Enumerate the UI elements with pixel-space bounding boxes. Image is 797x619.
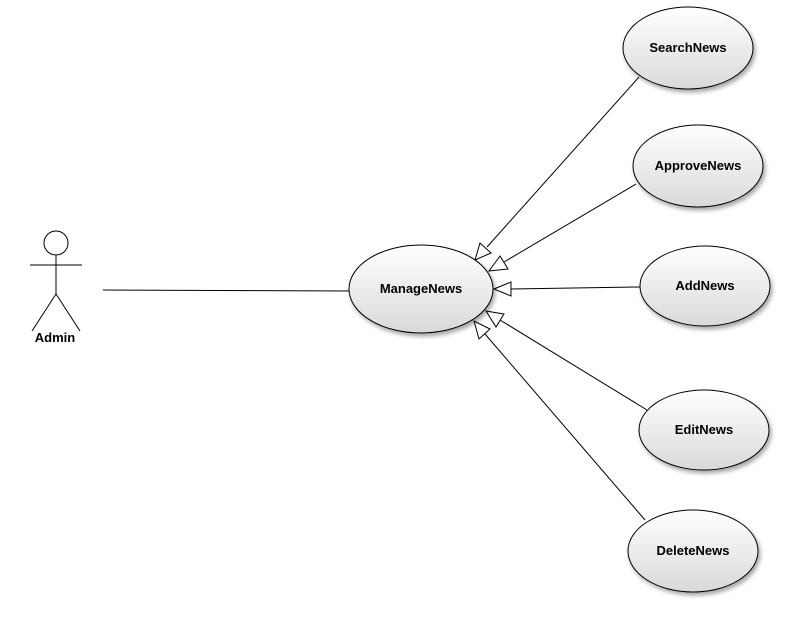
use-case-label: ManageNews <box>380 281 462 296</box>
edge-line <box>484 333 646 521</box>
use-case-addnews[interactable]: AddNews <box>639 245 771 327</box>
use-case-editnews[interactable]: EditNews <box>638 389 770 471</box>
actor-left-leg <box>31 293 57 332</box>
use-case-approvenews[interactable]: ApproveNews <box>632 124 764 208</box>
use-case-label: DeleteNews <box>657 543 730 558</box>
generalization-arrowhead <box>492 281 512 297</box>
association-admin-managenews <box>102 289 351 292</box>
generalization-approvenews <box>487 183 637 272</box>
edge-line <box>499 319 648 411</box>
actor-head <box>43 230 69 256</box>
actor-label: Admin <box>35 330 76 345</box>
edge-line <box>510 286 641 290</box>
generalization-arrowhead <box>487 255 509 272</box>
use-case-label: SearchNews <box>649 40 726 55</box>
generalization-searchnews <box>474 76 640 261</box>
generalization-editnews <box>484 310 648 411</box>
use-case-ellipse <box>348 244 494 334</box>
generalization-deletenews <box>473 320 646 521</box>
generalization-arrowhead <box>484 310 505 328</box>
use-case-ellipse <box>627 509 759 593</box>
use-case-ellipse <box>622 6 754 90</box>
use-case-managenews[interactable]: ManageNews <box>348 244 494 334</box>
edge-line <box>486 76 640 248</box>
generalization-arrowhead <box>473 320 491 340</box>
use-case-searchnews[interactable]: SearchNews <box>622 6 754 90</box>
use-case-ellipse <box>632 124 764 208</box>
use-case-ellipse <box>639 245 771 327</box>
generalization-arrowhead <box>474 242 492 261</box>
edge-line <box>503 183 637 263</box>
use-case-label: EditNews <box>675 422 734 437</box>
use-case-ellipse <box>638 389 770 471</box>
generalization-addnews <box>492 281 641 297</box>
actor-admin[interactable]: Admin <box>30 230 82 345</box>
actor-right-leg <box>55 293 81 332</box>
use-case-label: ApproveNews <box>655 158 742 173</box>
use-case-label: AddNews <box>675 278 734 293</box>
use-case-deletenews[interactable]: DeleteNews <box>627 509 759 593</box>
